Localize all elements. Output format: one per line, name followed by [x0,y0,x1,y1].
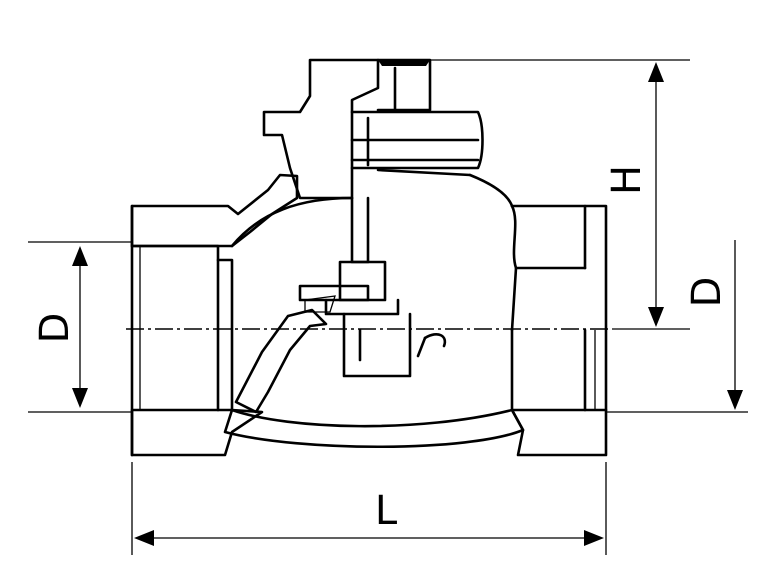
dimension-d-right: D [684,240,743,410]
dimension-d-left-label: D [32,313,78,344]
dimension-h-label: H [604,165,650,195]
body-outline [230,168,514,248]
left-bottom-wall [130,408,264,457]
right-bottom-wall [510,408,608,457]
dimension-h: H [604,62,664,327]
extension-lines [28,59,748,555]
disc-assembly [298,196,447,378]
left-inlet [130,204,234,457]
bonnet-cap [262,58,380,200]
left-top-wall [130,173,299,248]
dimension-l-label: L [375,488,398,534]
dimension-d-right-label: D [684,277,730,308]
bottom-body-wall [223,408,525,449]
bonnet-nut [350,58,484,170]
dimension-l: L [134,488,604,546]
dimension-d-left: D [32,246,88,408]
right-outlet [510,204,608,412]
seat-wall [234,308,328,414]
